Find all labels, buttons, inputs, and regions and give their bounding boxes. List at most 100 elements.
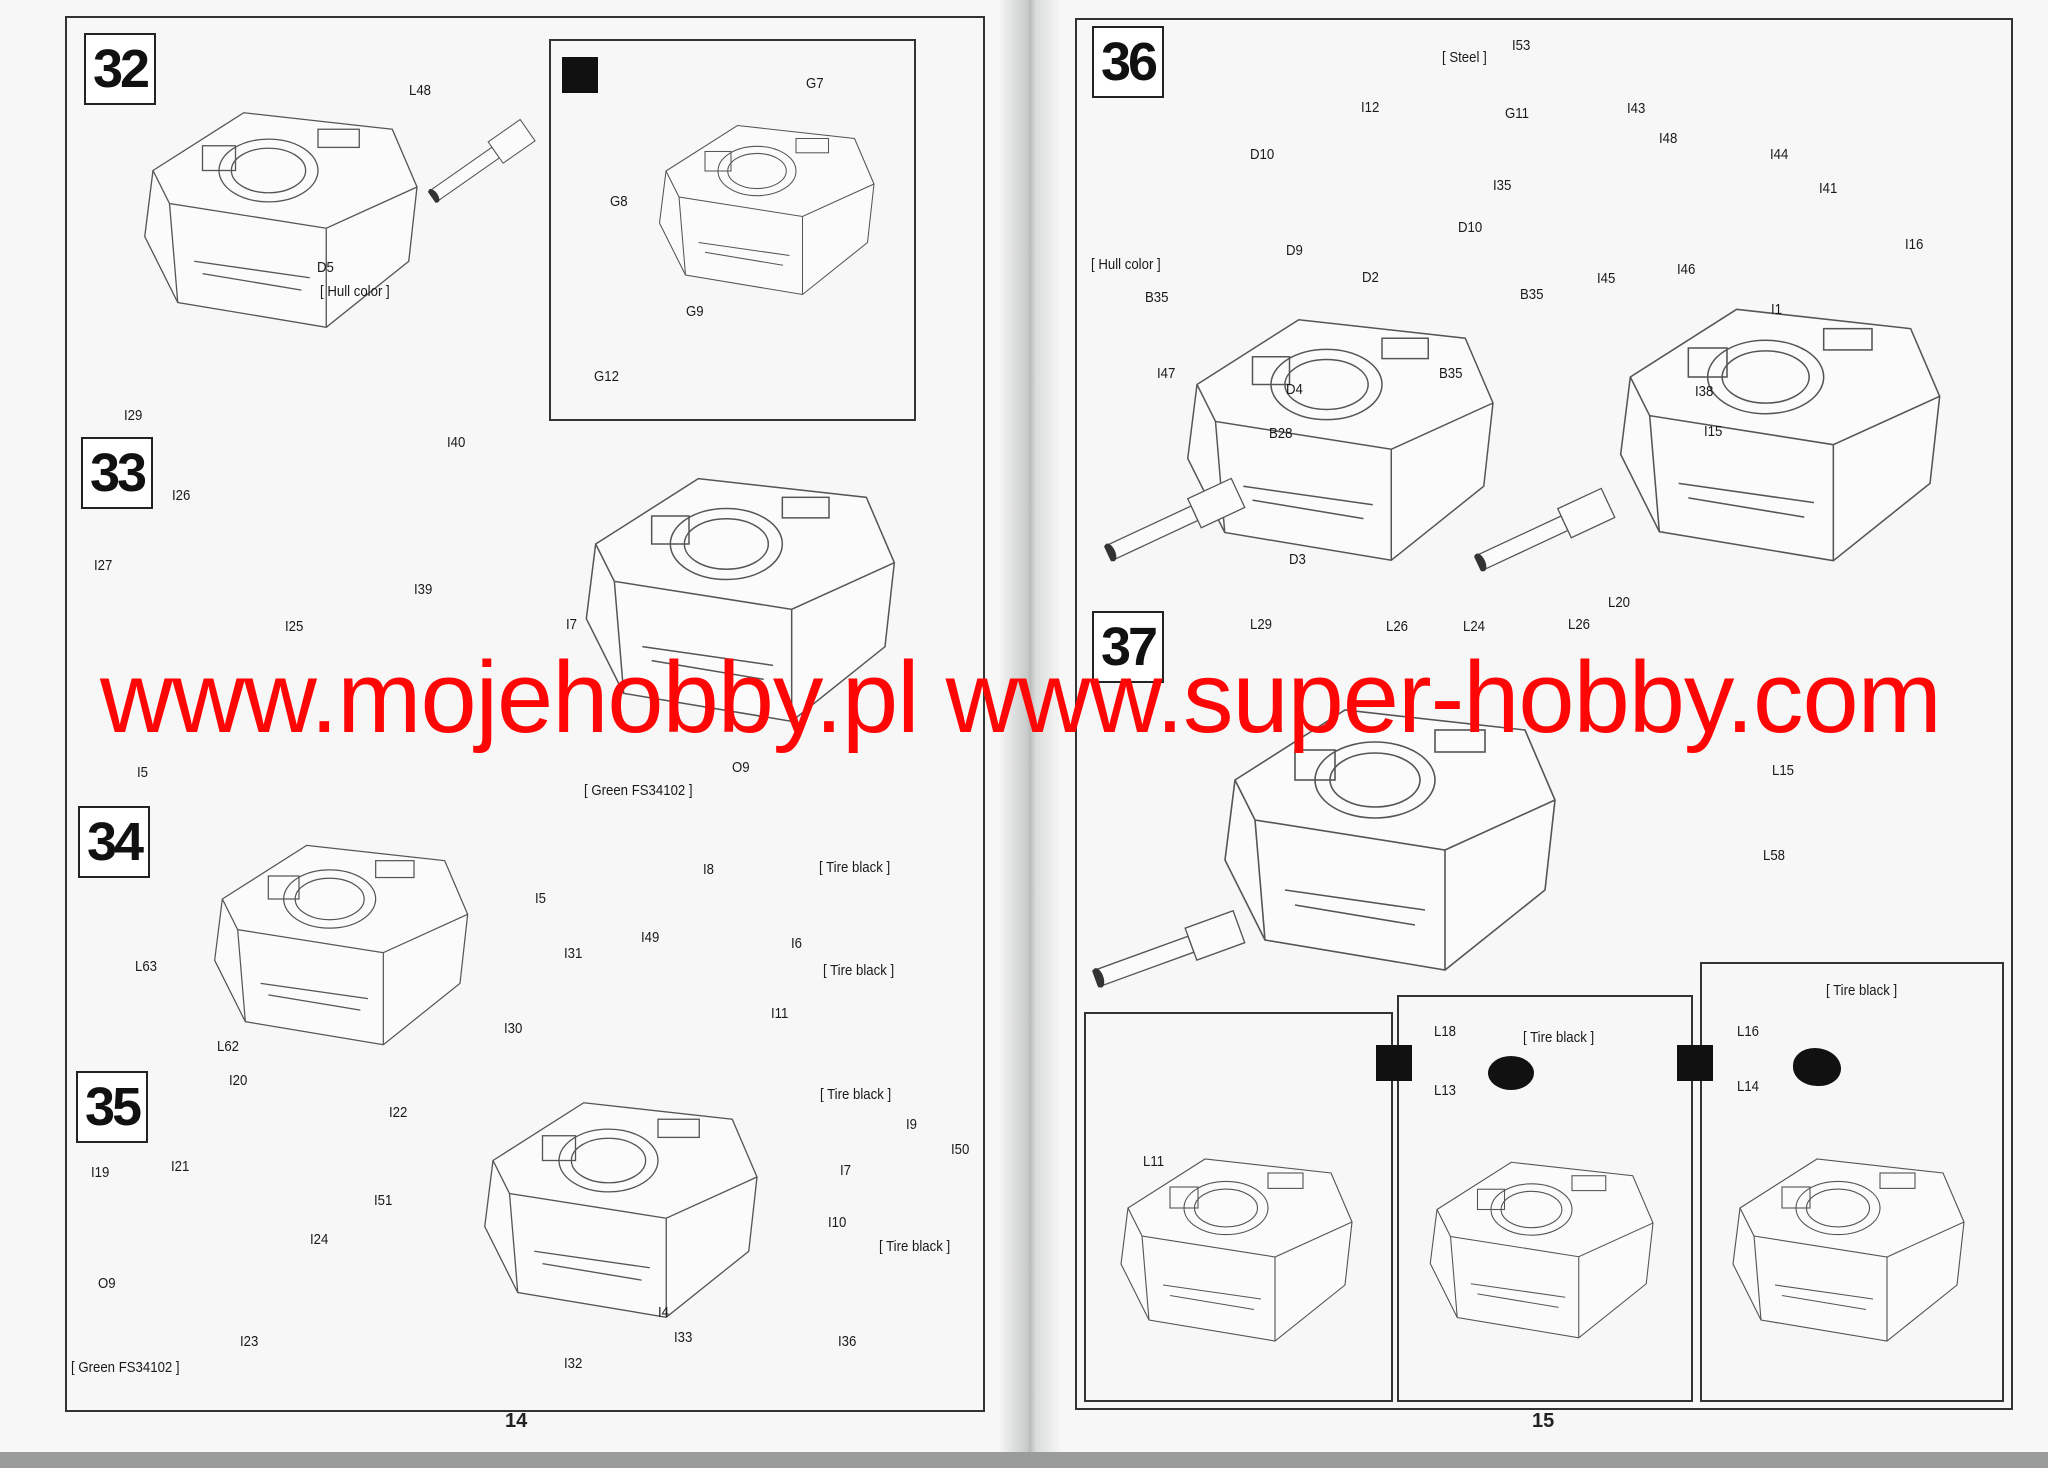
paint-note: [ Tire black ] [823, 962, 895, 979]
paint-note: [ Green FS34102 ] [584, 782, 693, 799]
paint-note: [ Tire black ] [1523, 1029, 1595, 1046]
step-number-32: 32 [84, 33, 156, 105]
part-label: I24 [310, 1231, 329, 1248]
part-label: D3 [1289, 551, 1306, 568]
paint-note: [ Hull color ] [320, 283, 390, 300]
paint-note: [ Tire black ] [1826, 982, 1898, 999]
part-label: I41 [1819, 180, 1838, 197]
turret-drawing-32 [143, 111, 418, 329]
flip-icon [1677, 1045, 1713, 1081]
part-label: I39 [414, 581, 433, 598]
part-label: L63 [135, 958, 158, 975]
part-label: I32 [564, 1355, 583, 1372]
step-37-panel-3 [1700, 962, 2004, 1402]
part-label: I48 [1659, 130, 1678, 147]
page-number-left: 14 [505, 1410, 528, 1432]
flip-icon [562, 57, 598, 93]
part-label: I30 [504, 1020, 523, 1037]
step-number-36: 36 [1092, 26, 1164, 98]
part-label: D5 [317, 259, 334, 276]
part-label: I1 [1771, 301, 1783, 318]
tire-black-part [1488, 1056, 1534, 1090]
part-label: I15 [1704, 423, 1723, 440]
part-label: I21 [171, 1158, 190, 1175]
part-label: L26 [1386, 618, 1409, 635]
part-label: I11 [771, 1005, 789, 1022]
step-number-35: 35 [76, 1071, 148, 1143]
step-37-panel-1 [1084, 1012, 1393, 1402]
scan-edge [0, 1452, 2048, 1468]
part-label: L24 [1463, 618, 1486, 635]
part-label: L16 [1737, 1023, 1760, 1040]
paint-note: [ Steel ] [1442, 49, 1487, 66]
turret-drawing-34 [214, 844, 469, 1046]
part-label: L15 [1772, 762, 1795, 779]
part-label: L13 [1434, 1082, 1457, 1099]
part-label: I8 [703, 861, 715, 878]
part-label: I44 [1770, 146, 1789, 163]
left-page-frame [65, 16, 985, 1412]
part-label: I29 [124, 407, 143, 424]
part-label: G8 [610, 193, 628, 210]
part-label: I38 [1695, 383, 1714, 400]
part-label: B28 [1269, 425, 1293, 442]
part-label: I36 [838, 1333, 857, 1350]
turret-detail-37-2 [1429, 1161, 1654, 1339]
part-label: I4 [658, 1304, 670, 1321]
paint-note: [ Tire black ] [819, 859, 891, 876]
part-label: I19 [91, 1164, 110, 1181]
part-label: G12 [594, 368, 619, 385]
part-label: I33 [674, 1329, 693, 1346]
part-label: L62 [217, 1038, 240, 1055]
flip-icon [1376, 1045, 1412, 1081]
part-label: I9 [906, 1116, 918, 1133]
watermark: www.mojehobby.pl www.super-hobby.com [100, 642, 1942, 754]
part-label: I49 [641, 929, 660, 946]
part-label: I40 [447, 434, 466, 451]
part-label: I22 [389, 1104, 408, 1121]
part-label: L11 [1143, 1153, 1165, 1170]
part-label: I45 [1597, 270, 1616, 287]
step-number-34: 34 [78, 806, 150, 878]
part-label: G7 [806, 75, 824, 92]
part-label: G9 [686, 303, 704, 320]
part-label: I5 [535, 890, 547, 907]
part-label: B35 [1520, 286, 1544, 303]
part-label: I16 [1905, 236, 1924, 253]
paint-note: [ Green FS34102 ] [71, 1359, 180, 1376]
part-label: I7 [566, 616, 578, 633]
paint-note: [ Tire black ] [879, 1238, 951, 1255]
part-label: L48 [409, 82, 432, 99]
binding-gutter [1000, 0, 1060, 1468]
part-label: B35 [1439, 365, 1463, 382]
part-label: I20 [229, 1072, 248, 1089]
part-label: I47 [1157, 365, 1176, 382]
part-label: I43 [1627, 100, 1646, 117]
paint-note: [ Tire black ] [820, 1086, 892, 1103]
part-label: G11 [1505, 105, 1529, 122]
part-label: I10 [828, 1214, 847, 1231]
part-label: I31 [564, 945, 583, 962]
turret-drawing-36b [1619, 308, 1941, 562]
step-number-33: 33 [81, 437, 153, 509]
part-label: O9 [732, 759, 750, 776]
part-label: I46 [1677, 261, 1696, 278]
part-label: I12 [1361, 99, 1380, 116]
step-32-detail-box [549, 39, 916, 421]
part-label: L14 [1737, 1078, 1760, 1095]
part-label: I7 [840, 1162, 852, 1179]
part-label: I27 [94, 557, 113, 574]
part-label: D10 [1458, 219, 1483, 236]
part-label: L18 [1434, 1023, 1457, 1040]
turret-detail-37-3 [1732, 1158, 1965, 1342]
tire-black-part [1793, 1048, 1841, 1086]
part-label: I23 [240, 1333, 259, 1350]
part-label: B35 [1145, 289, 1169, 306]
part-label: D2 [1362, 269, 1379, 286]
step-37-panel-2 [1397, 995, 1693, 1402]
part-label: O9 [98, 1275, 116, 1292]
part-label: I53 [1512, 37, 1531, 54]
right-page-frame [1075, 18, 2013, 1410]
step-number-37: 37 [1092, 611, 1164, 683]
part-label: I25 [285, 618, 304, 635]
